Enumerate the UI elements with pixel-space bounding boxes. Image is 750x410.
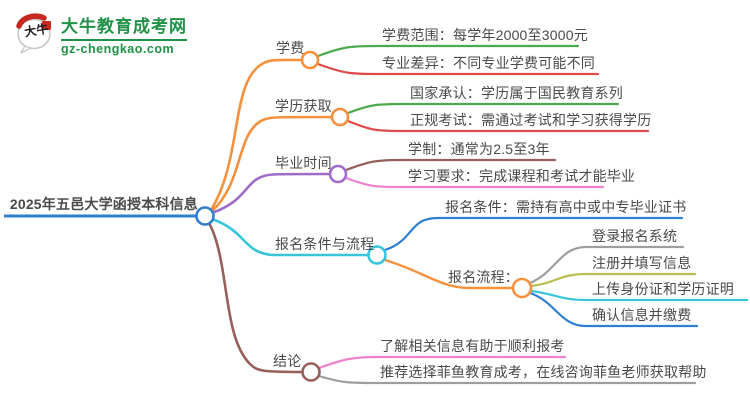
site-logo[interactable]: 大牛 大牛教育成考网 gz-chengkao.com — [13, 12, 187, 56]
leaf-tuition-diff[interactable]: 专业差异：不同专业学费可能不同 — [382, 55, 595, 71]
leaf-process-register[interactable]: 注册并填写信息 — [592, 255, 692, 271]
conclusion-node-circle[interactable] — [301, 362, 321, 382]
leaf-grad-duration[interactable]: 学制：通常为2.5至3年 — [408, 141, 550, 157]
branch-label-graduation[interactable]: 毕业时间 — [275, 155, 332, 171]
branch-line-registration — [210, 217, 370, 257]
leaf-line-process-upload — [529, 289, 749, 302]
branch-line-tuition — [209, 58, 304, 212]
leaf-conclusion-recommend[interactable]: 推荐选择菲鱼教育成考，在线咨询菲鱼老师获取帮助 — [380, 364, 707, 380]
graduation-node-circle[interactable] — [328, 164, 348, 184]
leaf-line-process-confirm — [528, 291, 699, 328]
leaf-line-conclusion-info — [317, 355, 567, 370]
leaf-line-grad-duration — [344, 158, 557, 172]
leaf-grad-requirement[interactable]: 学习要求：完成课程和考试才能毕业 — [408, 168, 636, 184]
leaf-line-tuition-range — [316, 44, 580, 58]
logo-brand-text: 大牛教育成考网 — [61, 12, 187, 41]
leaf-line-tuition-diff — [316, 62, 600, 76]
leaf-degree-exam[interactable]: 正规考试：需通过考试和学习获得学历 — [410, 112, 652, 128]
branch-label-tuition[interactable]: 学费 — [276, 40, 305, 56]
leaf-conclusion-info[interactable]: 了解相关信息有助于顺利报考 — [380, 338, 565, 354]
branch-label-reg-process[interactable]: 报名流程： — [448, 269, 519, 285]
process-node-circle[interactable] — [511, 277, 533, 299]
logo-domain-text: gz-chengkao.com — [61, 42, 175, 56]
leaf-line-process-login — [528, 245, 685, 285]
leaf-tuition-range[interactable]: 学费范围：每学年2000至3000元 — [382, 27, 588, 43]
leaf-process-upload[interactable]: 上传身份证和学历证明 — [592, 281, 734, 297]
leaf-line-degree-exam — [346, 119, 650, 133]
leaf-degree-national[interactable]: 国家承认：学历属于国民教育系列 — [410, 85, 623, 101]
root-node-label[interactable]: 2025年五邑大学函授本科信息 — [9, 196, 198, 212]
icon-chars: 大牛 — [23, 21, 49, 40]
branch-line-graduation — [210, 172, 332, 215]
branch-line-conclusion — [207, 221, 305, 374]
branch-label-degree[interactable]: 学历获取 — [275, 98, 332, 114]
leaf-process-login[interactable]: 登录报名系统 — [592, 228, 678, 244]
leaf-line-reg-condition — [383, 216, 684, 252]
root-node-circle[interactable] — [195, 206, 215, 226]
tuition-node-circle[interactable] — [300, 50, 320, 70]
branch-label-registration[interactable]: 报名条件与流程 — [275, 236, 375, 252]
degree-node-circle[interactable] — [330, 107, 350, 127]
leaf-reg-condition[interactable]: 报名条件：需持有高中或中专毕业证书 — [445, 199, 687, 215]
branch-label-conclusion[interactable]: 结论 — [273, 353, 302, 369]
branch-line-reg-process — [383, 258, 515, 290]
leaf-line-conclusion-recommend — [317, 374, 697, 385]
branch-line-degree — [210, 115, 334, 213]
registration-node-circle[interactable] — [367, 245, 387, 265]
leaf-line-process-register — [529, 272, 697, 288]
daniu-bubble-icon: 大牛 — [13, 12, 57, 56]
leaf-line-degree-national — [346, 102, 620, 115]
leaf-line-grad-requirement — [344, 176, 605, 189]
leaf-process-confirm[interactable]: 确认信息并缴费 — [592, 307, 692, 323]
